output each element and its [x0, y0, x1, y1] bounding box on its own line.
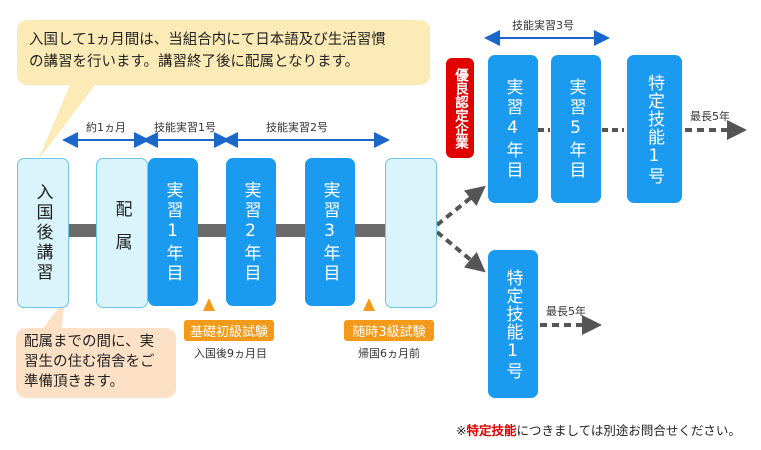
bottom-note: 配属までの間に、実 習生の住む宿舎をご 準備頂きます。 [16, 328, 176, 398]
bottom-note-line1: 配属までの間に、実 [24, 334, 155, 350]
stage-year2: 実習2年目 [226, 158, 276, 306]
stage-ssw-lower: 特定技能1号 [488, 250, 538, 398]
bottom-note-line2: 習生の住む宿舎をご [24, 354, 155, 370]
stage-entry-label: 入国後講習 [32, 183, 53, 283]
top-note-tail [38, 85, 95, 160]
stage-return-home [385, 158, 437, 308]
basic-exam-timing: 入国後9ヵ月目 [194, 347, 267, 360]
max-label-lower: 最長5年 [546, 305, 586, 318]
footnote-highlight: 特定技能 [466, 423, 517, 438]
stage-ssw-lower-label: 特定技能1号 [502, 268, 523, 380]
grade3-exam-pointer [363, 298, 375, 311]
span-label-tech2: 技能実習2号 [266, 121, 328, 134]
bottom-note-line3: 準備頂きます。 [24, 374, 125, 390]
stage-entry-training: 入国後講習 [17, 158, 69, 308]
footnote-prefix: ※ [456, 423, 467, 438]
stage-year4: 実習4年目 [488, 55, 538, 203]
stage-year5: 実習5年目 [551, 55, 601, 203]
grade3-exam-label: 随時3級試験 [352, 325, 426, 340]
dashed-arrow-to-ssw-lower [435, 230, 486, 273]
stage-year4-label: 実習4年目 [502, 77, 523, 181]
basic-exam-label: 基礎初級試験 [189, 325, 268, 340]
stage-assign-label: 配属 [111, 200, 132, 266]
grade3-exam-tag: 随時3級試験 [344, 320, 434, 341]
top-note: 入国して1ヵ月間は、当組合内にて日本語及び生活習慣 の講習を行います。講習終了後… [17, 20, 430, 85]
stage-assignment: 配属 [96, 158, 148, 308]
stage-year1: 実習1年目 [148, 158, 198, 306]
top-note-line1: 入国して1ヵ月間は、当組合内にて日本語及び生活習慣 [29, 32, 386, 48]
span-label-tech1: 技能実習1号 [154, 121, 216, 134]
footnote: ※特定技能につきましては別途お問合せください。 [456, 420, 741, 439]
badge-label: 優良認定企業 [452, 67, 468, 149]
stage-year2-label: 実習2年目 [240, 180, 261, 284]
excellent-company-badge: 優良認定企業 [446, 58, 474, 158]
span-label-tech3: 技能実習3号 [512, 19, 574, 32]
top-note-line2: の講習を行います。講習終了後に配属となります。 [29, 54, 360, 70]
stage-ssw-upper-label: 特定技能1号 [644, 73, 664, 185]
stage-ssw-upper: 特定技能1号 [627, 55, 682, 203]
stage-year1-label: 実習1年目 [162, 180, 183, 284]
basic-exam-tag: 基礎初級試験 [184, 320, 274, 341]
dashed-arrow-to-year4 [435, 185, 486, 227]
basic-exam-pointer [203, 298, 215, 311]
span-label-1month: 約1ヵ月 [86, 121, 126, 134]
stage-year5-label: 実習5年目 [565, 77, 586, 181]
grade3-exam-timing: 帰国6ヵ月前 [358, 347, 420, 360]
stage-year3-label: 実習3年目 [319, 180, 340, 284]
footnote-rest: につきましては別途お問合せください。 [516, 423, 741, 438]
max-label-upper: 最長5年 [690, 110, 730, 123]
stage-year3: 実習3年目 [305, 158, 355, 306]
